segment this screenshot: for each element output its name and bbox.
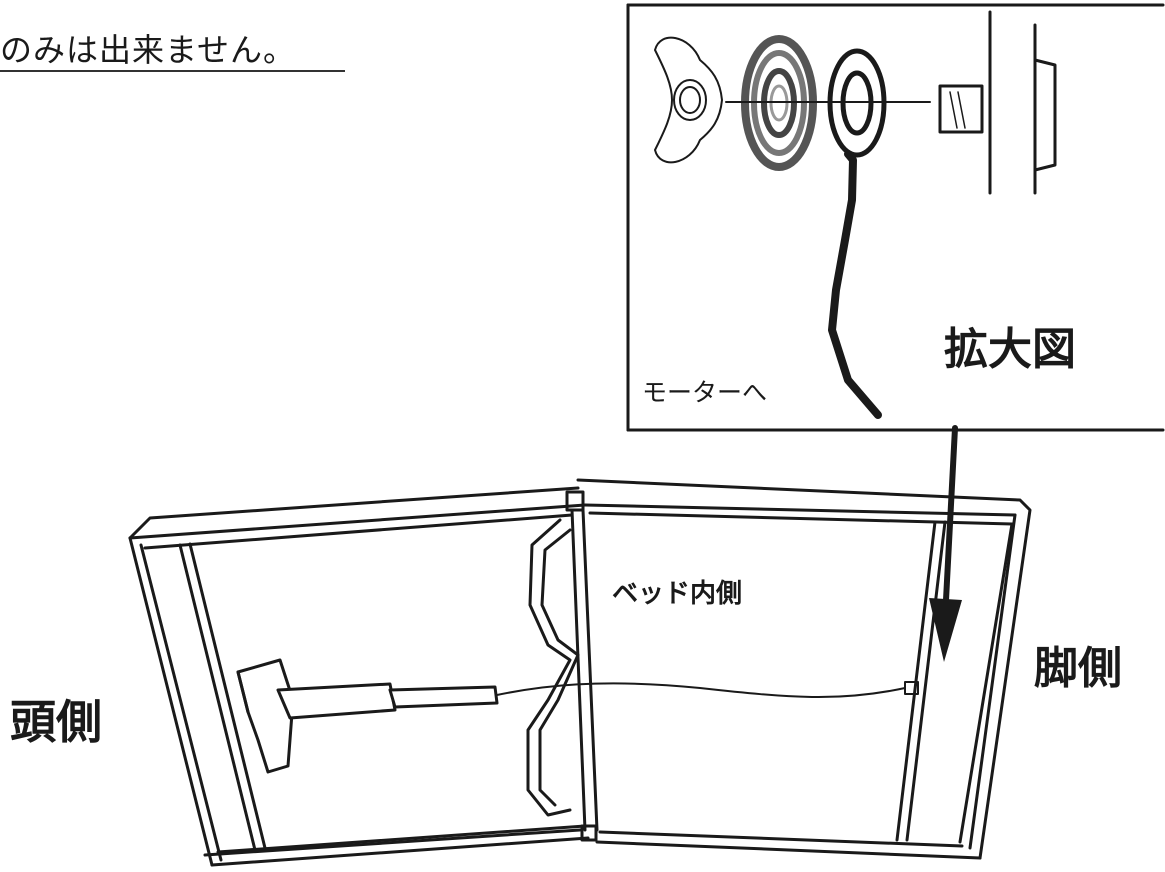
- hinge-bracket: [526, 518, 580, 817]
- ring-terminal-icon: [827, 48, 887, 419]
- to-motor-label: モーターへ: [642, 378, 768, 407]
- notice-underline: [0, 70, 345, 72]
- bed-foot-half: [576, 478, 1032, 860]
- frame-section: [988, 10, 1057, 195]
- notice-text: のみは出来ません。: [0, 31, 297, 69]
- zoom-box: [626, 3, 1165, 432]
- bed-head-half: [128, 486, 590, 867]
- hinge-post: [565, 490, 599, 842]
- zoom-view-label: 拡大図: [944, 324, 1076, 375]
- actuator-motor: [236, 658, 499, 774]
- terminal-point: [904, 681, 919, 695]
- foot-side-label: 脚側: [1034, 643, 1122, 694]
- bed-inner-label: ベッド内側: [612, 579, 743, 609]
- motor-cable: [496, 682, 906, 699]
- wing-nut-icon: [654, 36, 723, 164]
- bolt-icon: [938, 84, 984, 134]
- head-side-label: 頭側: [10, 695, 102, 749]
